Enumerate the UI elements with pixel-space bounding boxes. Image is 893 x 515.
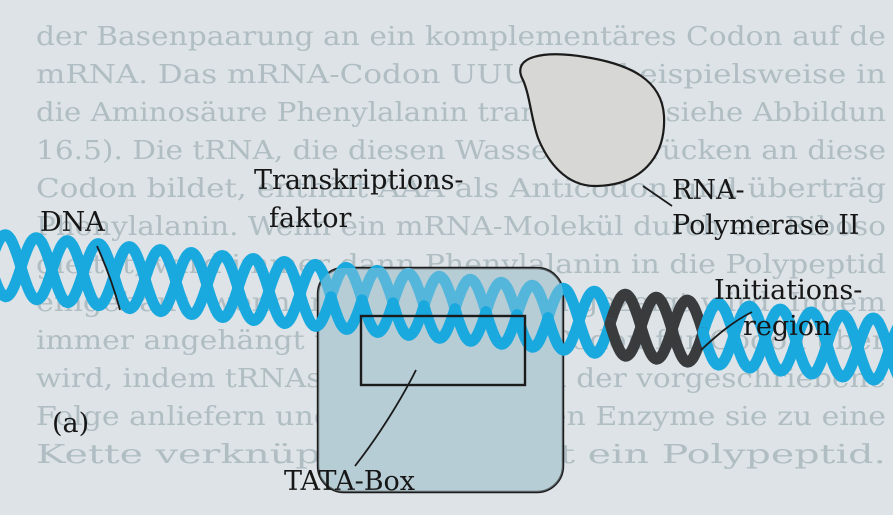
background-text-line: der Basenpaarung an ein komplementäres C… (36, 22, 886, 52)
background-text-line: die Aminosäure Phenylalanin translatiert… (36, 98, 886, 128)
dna-label: DNA (40, 207, 105, 238)
initiation-region-label-line1: Initiations- (714, 275, 862, 306)
background-text-line: 16.5). Die tRNA, die diesen Wasserstoffb… (36, 136, 886, 166)
transcription-factor-label-line1: Transkriptions- (254, 165, 464, 196)
initiation-region-label-line2: region (743, 311, 831, 342)
panel-label: (a) (52, 408, 89, 439)
rna-polymerase-label-line2: Polymerase II (672, 210, 860, 241)
tata-box-label: TATA-Box (284, 466, 415, 497)
transcription-factor-overlay (318, 268, 563, 492)
rna-polymerase-label-line1: RNA- (672, 175, 745, 206)
transcription-factor-label-line2: faktor (269, 203, 351, 234)
background-text-line: mRNA. Das mRNA-Codon UUU wird beispielsw… (36, 60, 886, 90)
